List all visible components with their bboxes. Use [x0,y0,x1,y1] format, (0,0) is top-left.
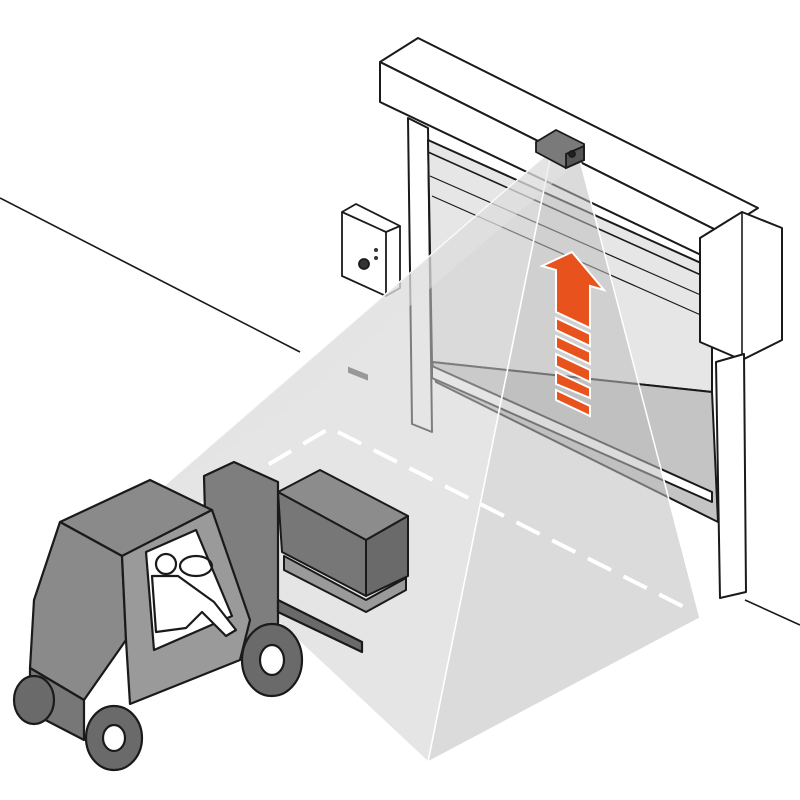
forklift-icon [12,460,364,772]
motion-sensor-icon [535,128,585,170]
arrow-up-icon [539,250,607,418]
cargo-box [277,469,409,613]
detection-cone-back [148,150,580,500]
control-panel-button [358,258,370,270]
forklift-forks [276,598,364,654]
forklift-wheels [12,622,304,772]
forklift-driver [150,552,238,638]
door-right-post [715,353,747,599]
radar-detection-zone [146,147,701,764]
door-motor-housing [699,211,783,361]
forklift-steering-wheel [178,554,214,578]
room-corner-lines [0,197,800,626]
